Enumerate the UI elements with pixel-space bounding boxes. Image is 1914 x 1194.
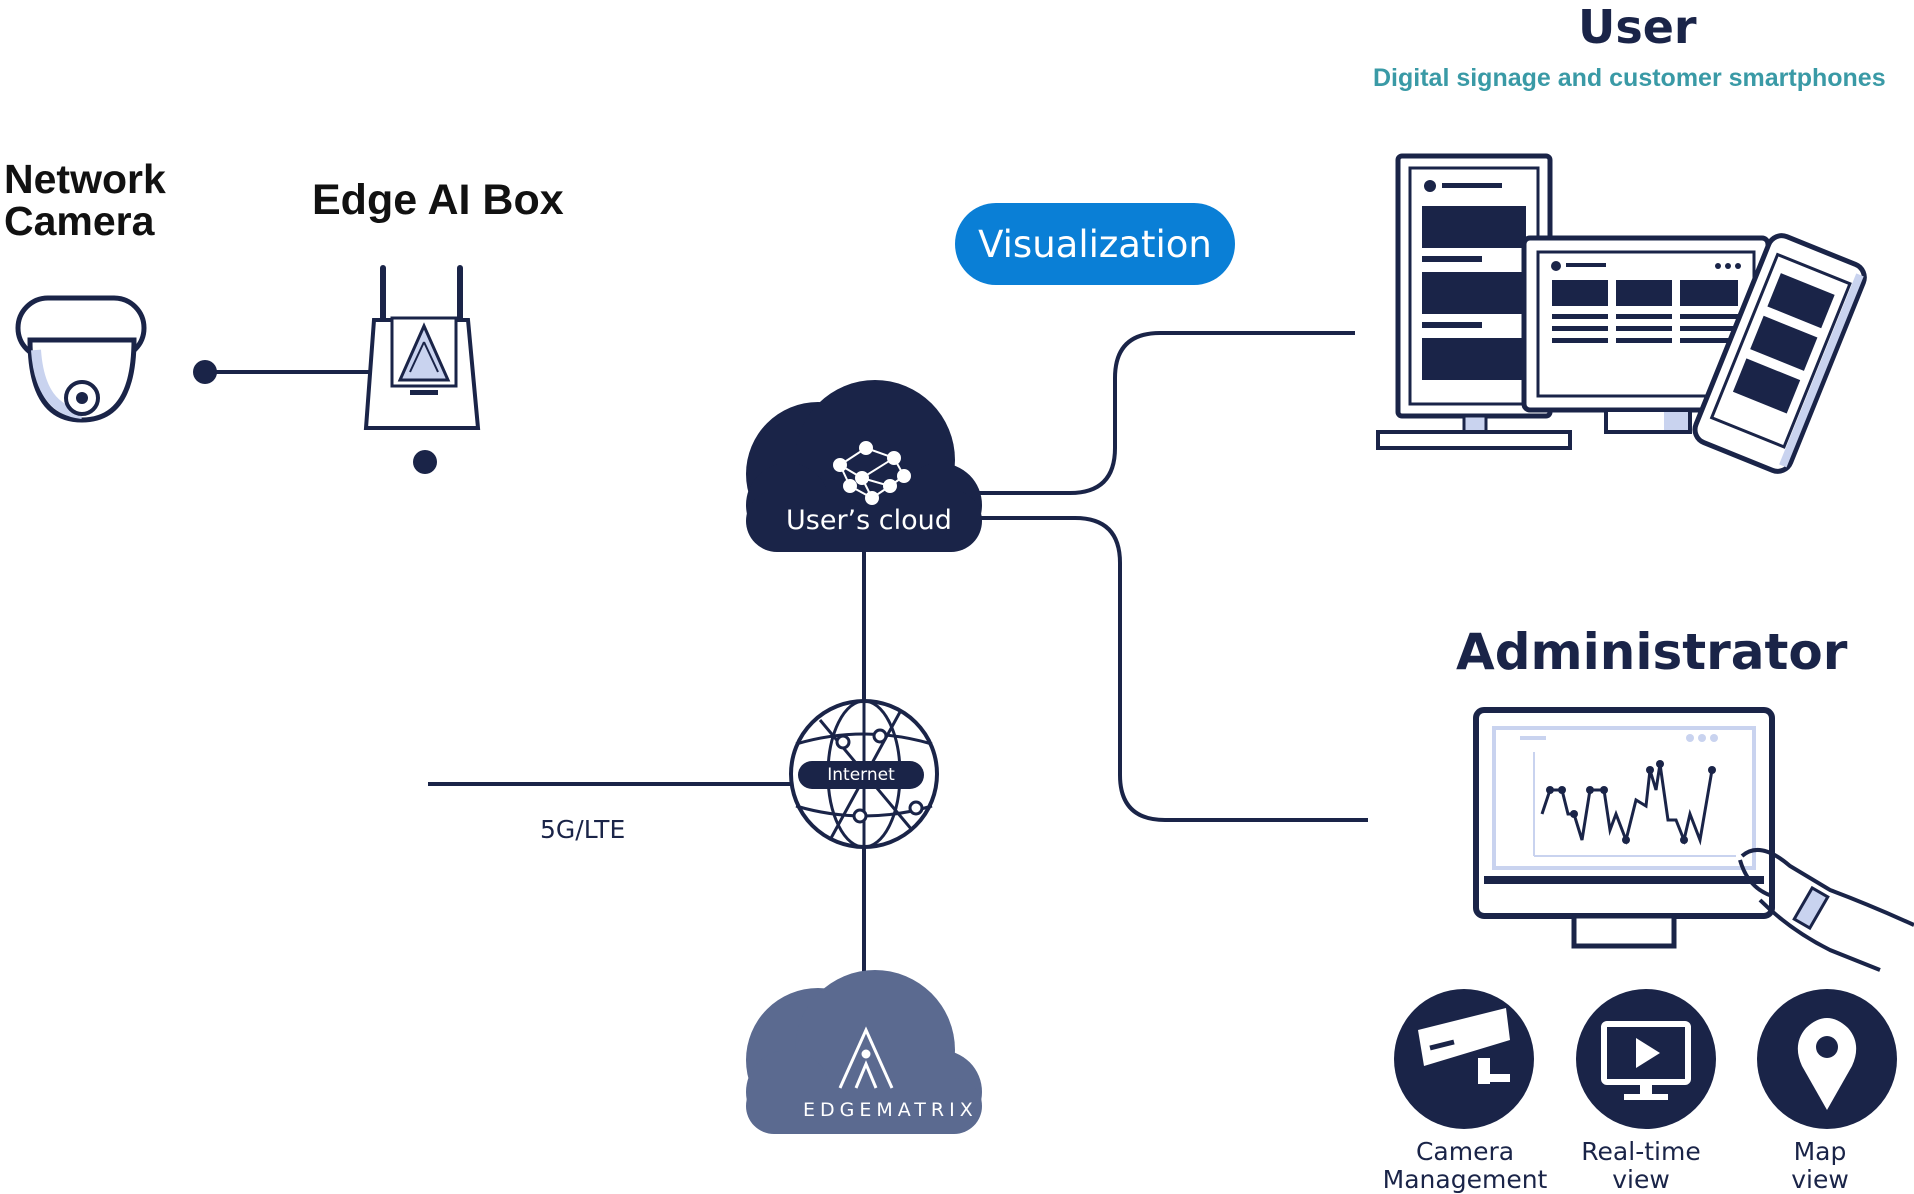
camera-connector-dot (193, 360, 217, 384)
security-camera-icon (1394, 989, 1534, 1129)
map-pin-icon (1757, 989, 1897, 1129)
user-devices-icon (1376, 153, 1867, 474)
network-camera-label-line1: Network (4, 156, 166, 202)
lte-label: 5G/LTE (540, 815, 626, 844)
connection-lines (205, 331, 1368, 995)
network-camera-label: Network Camera (4, 158, 166, 242)
feature-label-line2: view (1612, 1165, 1670, 1194)
user-title: User (1578, 0, 1697, 54)
cloud-to-user-line (968, 331, 1355, 495)
edgematrix-logo-icon (838, 1026, 894, 1089)
box-connector-dot (413, 450, 437, 474)
administrator-monitor-icon (1473, 707, 1914, 972)
video-monitor-icon (1576, 989, 1716, 1129)
feature-label-line2: Management (1382, 1165, 1548, 1194)
feature-label-line1: Camera (1415, 1137, 1515, 1166)
visualization-badge: Visualization (955, 203, 1235, 285)
user-subtitle: Digital signage and customer smartphones (1373, 64, 1886, 92)
edge-ai-box-label: Edge AI Box (312, 176, 564, 224)
feature-map-view: Map view (1745, 1138, 1895, 1194)
cloud-to-admin-line (975, 516, 1368, 822)
network-camera-icon (15, 295, 147, 423)
administrator-title: Administrator (1456, 623, 1848, 681)
feature-label-line2: view (1791, 1165, 1849, 1194)
feature-real-time-view: Real-time view (1566, 1138, 1716, 1194)
edgematrix-label: EDGEMATRIX (803, 1099, 978, 1121)
neural-network-icon (833, 441, 911, 505)
edge-ai-box-icon (363, 265, 481, 430)
users-cloud-shape (746, 380, 982, 552)
users-cloud-label: User’s cloud (786, 505, 952, 536)
feature-label-line1: Map (1793, 1137, 1847, 1166)
feature-camera-management: Camera Management (1380, 1138, 1550, 1194)
internet-label: Internet (798, 761, 924, 789)
globe-nodes (835, 728, 924, 824)
feature-label-line1: Real-time (1581, 1137, 1701, 1166)
network-camera-label-line2: Camera (4, 198, 155, 244)
